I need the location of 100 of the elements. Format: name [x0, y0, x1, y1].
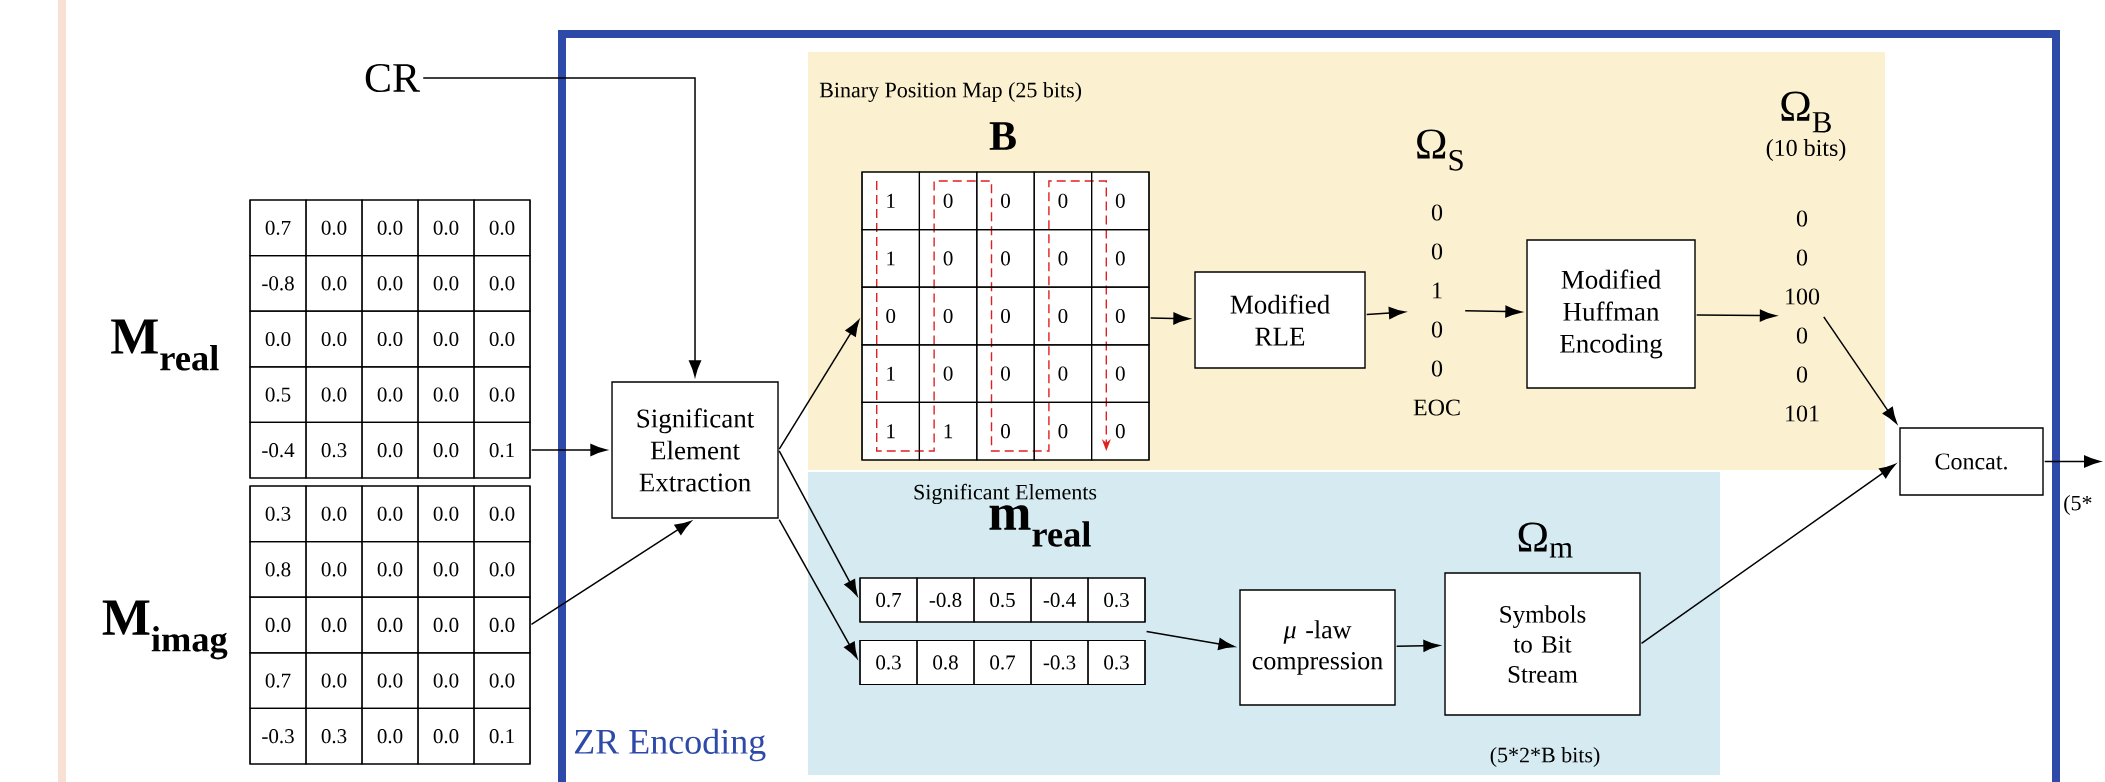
table-cell: 0.1 — [473, 707, 531, 765]
table-cell: -0.4 — [1030, 577, 1089, 623]
table-cell: 0.0 — [361, 652, 419, 709]
node-label: 0 — [1431, 204, 1443, 221]
table-cell: 1 — [861, 171, 920, 231]
table-cell: 0.0 — [249, 310, 307, 368]
table-cell: 0.0 — [473, 596, 531, 654]
node-label: 0 — [1431, 321, 1443, 338]
table-cell: 0 — [1033, 286, 1093, 346]
table-cell: 0.0 — [305, 541, 363, 598]
table-cell: 0 — [976, 286, 1035, 346]
table-cell: 0 — [976, 171, 1035, 231]
table-cell: 0.0 — [417, 541, 475, 598]
table-cell: 0.0 — [361, 596, 419, 654]
node-label: EOC — [1413, 399, 1460, 416]
table-cell: -0.8 — [916, 577, 975, 623]
table-cell: 0.0 — [361, 541, 419, 598]
vector-label: m$_{real}$ — [989, 505, 1091, 547]
bit-column: 0 0 100 0 0 101 — [1786, 210, 1820, 422]
table-cell: 0.1 — [473, 421, 531, 479]
table-cell: 0 — [918, 344, 978, 403]
arrow — [2043, 455, 2101, 468]
table-cell: 0.0 — [417, 421, 475, 479]
table-cell: 0 — [1033, 344, 1093, 403]
table-cell: 1 — [918, 401, 978, 461]
table-cell: 0.0 — [305, 310, 363, 368]
node-label: 0 — [1431, 243, 1443, 260]
table-cell: 0.3 — [305, 707, 363, 765]
table-cell: 0.8 — [249, 541, 307, 598]
table-cell: 0.7 — [859, 577, 918, 623]
table-cell: 0.7 — [249, 652, 307, 709]
table-cell: 0.3 — [1087, 577, 1146, 623]
bit-column: 0 0 1 0 0 EOC — [1413, 204, 1460, 416]
table-cell: -0.4 — [249, 421, 307, 479]
table-cell: -0.3 — [249, 707, 307, 765]
node-label: 0 — [1796, 249, 1808, 266]
node-label: 0 — [1796, 210, 1808, 227]
table-cell: 0 — [976, 229, 1035, 288]
table-cell: 0.0 — [305, 255, 363, 312]
table-cell: 0 — [1033, 401, 1093, 461]
size-note: (10 bits) — [1766, 139, 1846, 161]
node-label: 0 — [1796, 366, 1808, 383]
table-cell: 1 — [861, 401, 920, 461]
table-cell: 0 — [976, 401, 1035, 461]
table-cell: 0.0 — [473, 366, 531, 423]
table-cell: 0.8 — [916, 639, 975, 686]
table-cell: 0.0 — [361, 707, 419, 765]
arrow — [530, 444, 607, 456]
symbol-label: Ω$_{S}$ — [1417, 129, 1463, 171]
grid-label: B — [989, 122, 1016, 150]
arrow — [1149, 312, 1190, 325]
input-label: CR — [365, 63, 420, 93]
table-cell: 0.3 — [1087, 639, 1146, 686]
table-cell: 1 — [861, 344, 920, 403]
arrow — [1464, 305, 1522, 318]
table-cell: 0.0 — [417, 255, 475, 312]
table-cell: 0.0 — [305, 366, 363, 423]
table-cell: 0.3 — [305, 421, 363, 479]
node-label: 101 — [1786, 405, 1819, 422]
table-cell: 0.0 — [473, 541, 531, 598]
arrow — [778, 319, 860, 450]
table-cell: 0.0 — [473, 310, 531, 368]
table-cell: 0.7 — [973, 639, 1032, 686]
table-cell: 0.3 — [249, 485, 307, 543]
table-cell: 0.0 — [305, 199, 363, 257]
process-box: Concat. — [1899, 427, 2044, 496]
table-cell: 1 — [861, 229, 920, 288]
arrow — [778, 450, 858, 596]
arrow — [1823, 316, 1897, 424]
table-cell: 0.0 — [473, 255, 531, 312]
node-label: 0 — [1431, 360, 1443, 377]
table-cell: 0 — [1091, 401, 1150, 461]
table-cell: 0.3 — [859, 639, 918, 686]
table-cell: 0.0 — [361, 199, 419, 257]
matrix-label: M$_{real}$ — [111, 319, 219, 371]
table-cell: 0 — [918, 286, 978, 346]
table-cell: 0 — [861, 286, 920, 346]
node-label: 1 — [1433, 282, 1442, 299]
table-cell: 0.0 — [361, 421, 419, 479]
table-cell: 0 — [1091, 344, 1150, 403]
arrow — [1145, 630, 1235, 650]
table-cell: 0 — [1033, 171, 1093, 231]
arrow — [778, 518, 858, 659]
arrow — [530, 520, 692, 626]
table-cell: 0.0 — [305, 485, 363, 543]
symbol-label: Ω$_{B}$ — [1781, 91, 1831, 133]
table-cell: 0.0 — [305, 652, 363, 709]
frame-title: ZR Encoding — [574, 728, 766, 762]
edge-label: (5* — [2062, 494, 2094, 516]
process-box: Significant Element Extraction — [611, 381, 779, 519]
table-cell: 0.0 — [473, 199, 531, 257]
table-cell: -0.8 — [249, 255, 307, 312]
process-box: Modified RLE — [1194, 271, 1366, 369]
table-cell: 0.0 — [417, 596, 475, 654]
arrow — [422, 77, 701, 377]
table-cell: 0.7 — [249, 199, 307, 257]
table-cell: 0.0 — [473, 652, 531, 709]
table-cell: -0.3 — [1030, 639, 1089, 686]
table-cell: 0.0 — [417, 310, 475, 368]
table-cell: 0.0 — [417, 485, 475, 543]
